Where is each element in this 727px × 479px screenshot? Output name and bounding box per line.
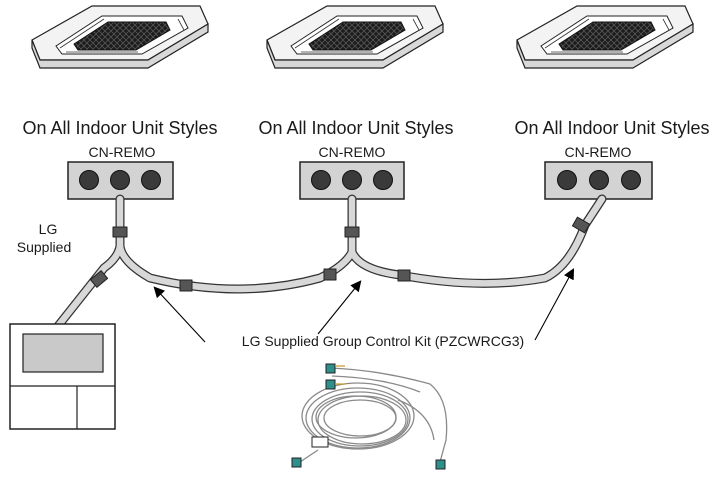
unit-title-2: On All Indoor Unit Styles <box>258 118 453 138</box>
wired-remote-controller-icon <box>9 323 116 430</box>
connector-block-2 <box>299 161 405 200</box>
group-control-cable <box>53 194 607 331</box>
unit-title-3: On All Indoor Unit Styles <box>514 118 709 138</box>
cassette-unit-icon <box>31 5 209 69</box>
cable-kit-icon <box>291 363 448 470</box>
connector-block-3 <box>544 161 653 200</box>
connector-label-1: CN-REMO <box>89 144 156 160</box>
unit-title-1: On All Indoor Unit Styles <box>22 118 217 138</box>
cassette-unit-icon <box>516 5 694 69</box>
connector-block-1 <box>67 161 174 200</box>
lg-supplied-label-line2: Supplied <box>17 239 72 255</box>
cassette-unit-icon <box>266 5 444 69</box>
connector-label-3: CN-REMO <box>565 144 632 160</box>
callout-arrows <box>153 268 575 343</box>
indoor-unit-2 <box>266 5 444 69</box>
connector-label-2: CN-REMO <box>319 144 386 160</box>
group-control-kit-label: LG Supplied Group Control Kit (PZCWRCG3) <box>242 333 524 349</box>
indoor-unit-1 <box>31 5 209 69</box>
lg-supplied-label-line1: LG <box>39 221 58 237</box>
indoor-unit-3 <box>516 5 694 69</box>
